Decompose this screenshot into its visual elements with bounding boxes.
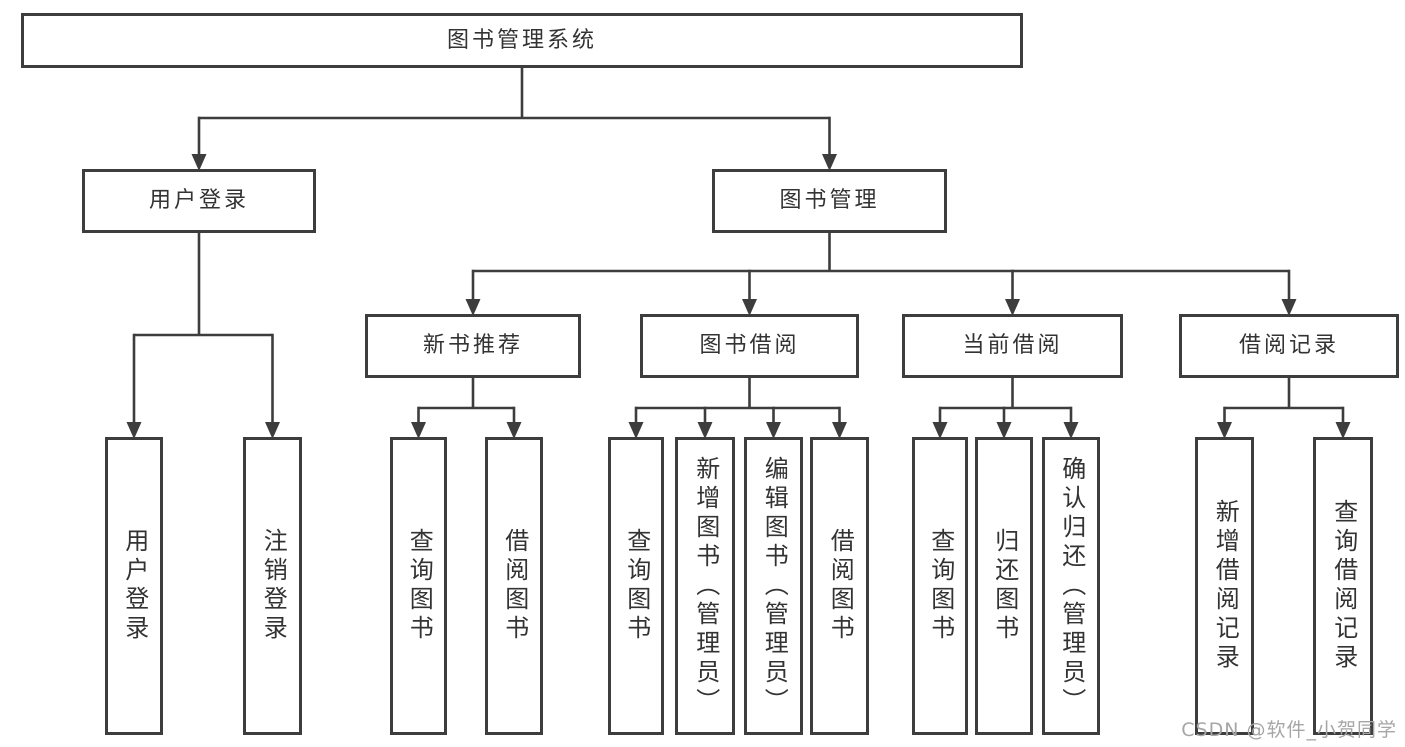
node-rec-query-books: 查询图书 <box>390 437 447 735</box>
node-cb-query-books: 查询图书 <box>912 437 968 735</box>
arrowhead-icon <box>411 422 426 439</box>
node-rec-borrow-books: 借阅图书 <box>485 437 543 735</box>
node-borrow-records: 借阅记录 <box>1179 314 1399 378</box>
arrowhead-icon <box>1217 422 1232 439</box>
node-root: 图书管理系统 <box>21 13 1023 68</box>
arrowhead-icon <box>697 422 713 439</box>
arrowhead-icon <box>1281 299 1297 316</box>
node-current-borrow: 当前借阅 <box>902 314 1123 378</box>
arrowhead-icon <box>996 422 1012 439</box>
arrowhead-icon <box>1335 422 1351 439</box>
node-user-login: 用户登录 <box>82 169 316 233</box>
node-bb-add-book: 新增图书（管理员） <box>675 437 735 735</box>
arrowhead-icon <box>506 422 522 439</box>
node-cb-confirm-return: 确认归还（管理员） <box>1042 437 1100 735</box>
arrowhead-icon <box>628 422 644 439</box>
arrowhead-icon <box>832 422 847 439</box>
node-new-book-rec: 新书推荐 <box>365 314 581 378</box>
node-bb-query-books: 查询图书 <box>608 437 664 735</box>
node-bb-edit-book: 编辑图书（管理员） <box>744 437 803 735</box>
arrowhead-icon <box>1005 299 1020 316</box>
arrowhead-icon <box>465 299 481 316</box>
node-bb-borrow-books: 借阅图书 <box>810 437 869 735</box>
node-book-borrow: 图书借阅 <box>640 314 859 378</box>
arrowhead-icon <box>126 422 142 439</box>
node-cb-return-book: 归还图书 <box>975 437 1033 735</box>
arrowhead-icon <box>742 299 757 316</box>
arrowhead-icon <box>822 154 837 171</box>
node-br-query-record: 查询借阅记录 <box>1313 437 1373 735</box>
arrowhead-icon <box>766 422 781 439</box>
node-user-login-op: 用户登录 <box>105 437 163 735</box>
node-br-add-record: 新增借阅记录 <box>1195 437 1254 735</box>
arrowhead-icon <box>191 154 207 171</box>
arrowhead-icon <box>265 422 280 439</box>
arrowhead-icon <box>1063 422 1079 439</box>
arrowhead-icon <box>932 422 948 439</box>
node-book-mgmt: 图书管理 <box>712 169 947 233</box>
node-logout-op: 注销登录 <box>243 437 302 735</box>
